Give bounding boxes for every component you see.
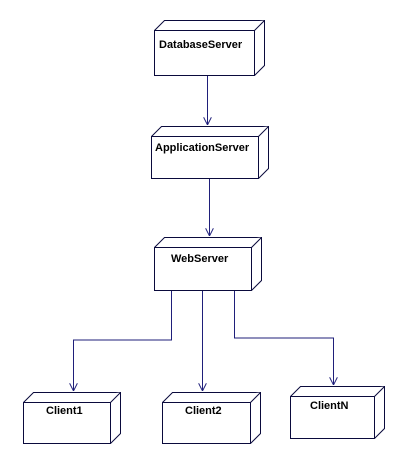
node-client1[interactable]: Client1 — [23, 392, 121, 444]
edge-webserver-to-client1 — [74, 290, 172, 391]
node-web-server[interactable]: WebServer — [154, 237, 262, 291]
node-label-client1: Client1 — [46, 405, 83, 417]
node-clientn[interactable]: ClientN — [290, 386, 385, 439]
node-label-client2: Client2 — [185, 405, 222, 417]
node-application-server[interactable]: ApplicationServer — [151, 126, 269, 179]
node-label-web-server: WebServer — [171, 253, 229, 265]
node-database-server[interactable]: DatabaseServer — [154, 20, 265, 76]
edge-webserver-to-clientn — [234, 290, 334, 385]
node-label-database-server: DatabaseServer — [159, 39, 243, 51]
node-client2[interactable]: Client2 — [162, 392, 261, 444]
node-label-application-server: ApplicationServer — [155, 142, 250, 154]
node-label-clientn: ClientN — [310, 400, 349, 412]
edges — [74, 75, 334, 391]
